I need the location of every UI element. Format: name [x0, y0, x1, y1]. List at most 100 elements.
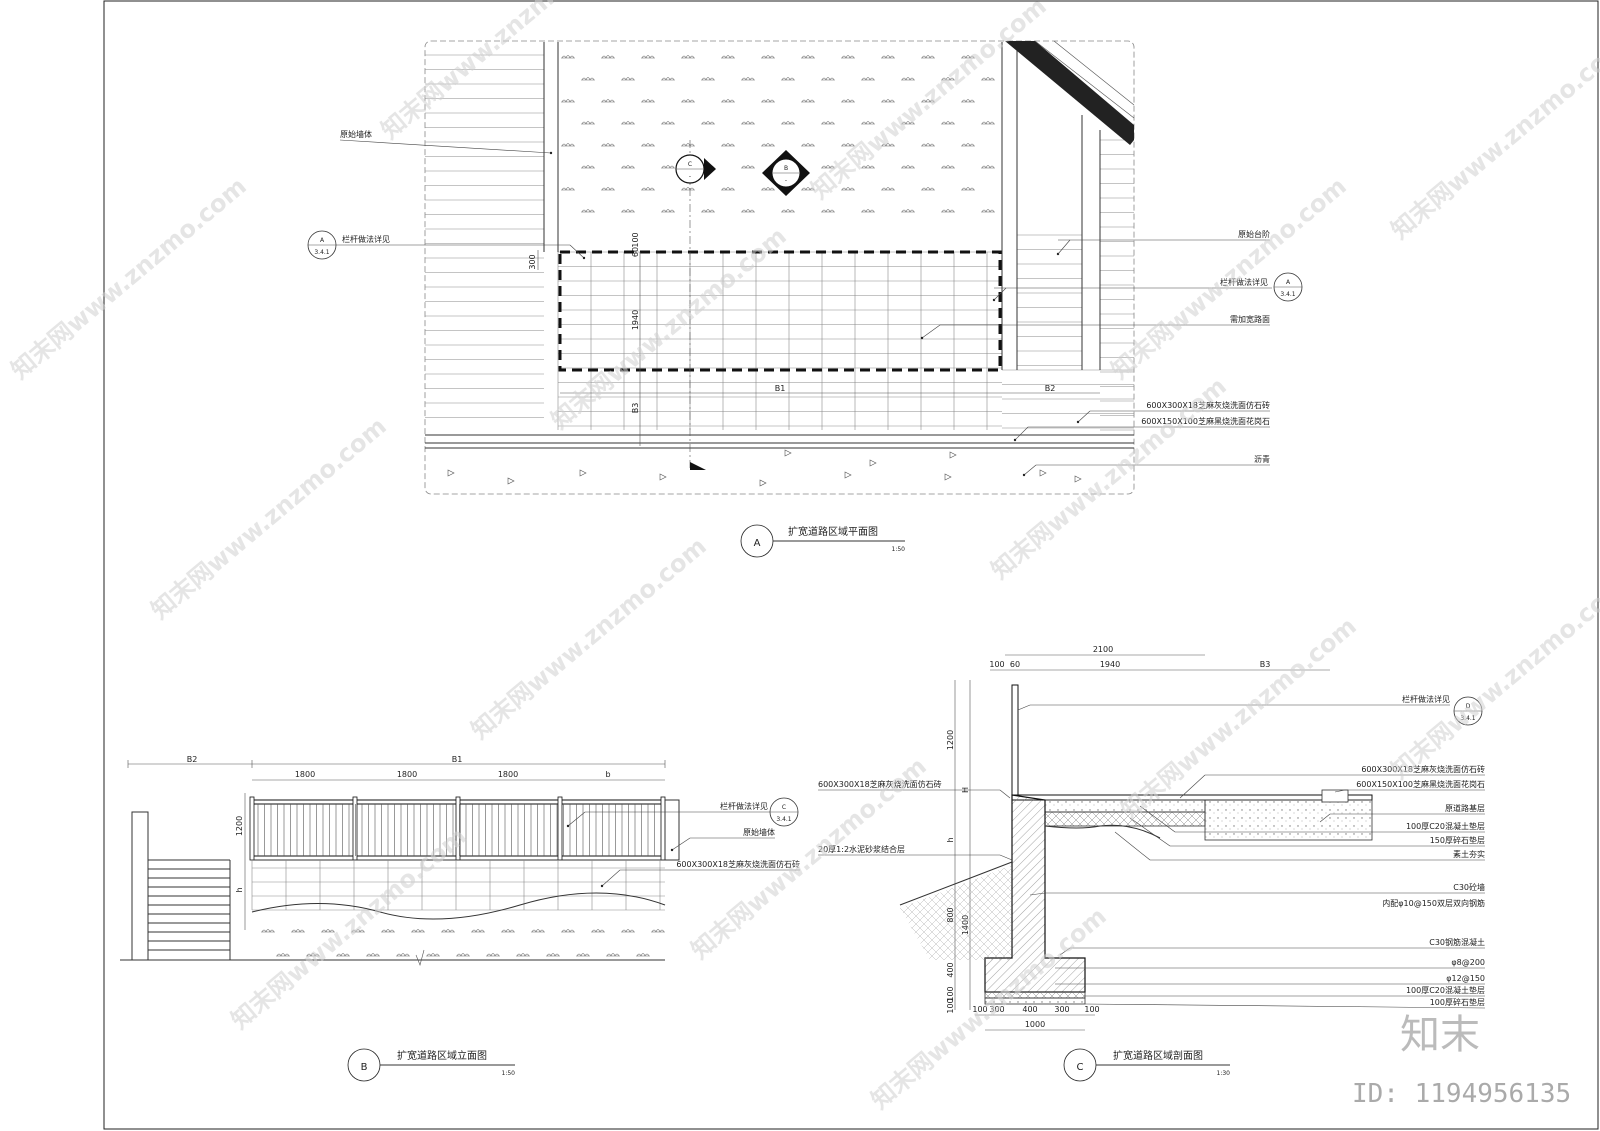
label-tile-600x150: 600X150X100芝麻黑烧洗面花岗石 [1141, 416, 1270, 426]
sec-ref-bubble: D 3.4.1 [1453, 696, 1483, 726]
elev-label-tile: 600X300X18芝麻灰烧洗面仿石砖 [676, 859, 800, 869]
svg-text:知末网www.znzmo.com: 知末网www.znzmo.com [146, 412, 392, 625]
title-block-b: B 扩宽道路区域立面图 1:50 [347, 1048, 515, 1082]
watermark-id: ID: 1194956135 [1352, 1079, 1571, 1109]
sec-label-soil: 素土夯实 [1453, 849, 1485, 859]
sec-label-rebar8: φ8@200 [1451, 958, 1485, 967]
elev-dim-h: h [235, 887, 244, 892]
sec-dim-b300b: 300 [1054, 1005, 1069, 1014]
widened-pavement-outline [558, 250, 1002, 372]
svg-text:知末网www.znzmo.com: 知末网www.znzmo.com [986, 372, 1232, 585]
elev-label-railing: 栏杆做法详见 [720, 801, 768, 811]
svg-text:3.4.1: 3.4.1 [1460, 715, 1475, 722]
sec-dim-b100a: 100 [972, 1005, 987, 1014]
label-tile-600x300: 600X300X18芝麻灰烧洗面仿石砖 [1146, 400, 1270, 410]
elev-dim-1800-3: 1800 [498, 770, 518, 779]
dim-60-100-a: 60 [631, 247, 640, 257]
sec-label-mortar: 20厚1:2水泥砂浆结合层 [818, 844, 905, 854]
svg-text:3.4.1: 3.4.1 [776, 816, 791, 823]
sec-dim-top-100: 100 [989, 660, 1004, 669]
svg-text:-: - [689, 173, 691, 180]
elev-dim-1200: 1200 [235, 816, 244, 836]
dim-60-100-b: 100 [631, 232, 640, 247]
sec-dim-top-b3: B3 [1260, 660, 1271, 669]
svg-text:知末网www.znzmo.com: 知末网www.znzmo.com [466, 532, 712, 745]
label-railing-detail-left: 栏杆做法详见 [342, 234, 390, 244]
label-widened-pavement: 需加宽路面 [1230, 314, 1270, 324]
svg-text:知末网www.znzmo.com: 知末网www.znzmo.com [1386, 32, 1600, 245]
sec-label-tile-300-l: 600X300X18芝麻灰烧洗面仿石砖 [818, 779, 942, 789]
label-asphalt: 沥青 [1254, 454, 1270, 464]
label-original-wall: 原始墙体 [340, 129, 372, 139]
svg-text:A: A [754, 538, 761, 549]
sec-dim-b300a: 300 [989, 1005, 1004, 1014]
dim-b3: B3 [631, 403, 640, 414]
elev-dim-b1: B1 [452, 755, 463, 764]
label-original-steps: 原始台阶 [1238, 229, 1270, 239]
tile-face [251, 860, 665, 911]
svg-text:D: D [1466, 703, 1471, 710]
section-marker-c: C - [675, 154, 716, 184]
dim-b1: B1 [775, 384, 786, 393]
sec-label-orig-base: 原道路基层 [1445, 803, 1485, 813]
original-steps [148, 859, 231, 960]
section-title: 扩宽道路区域剖面图 [1113, 1049, 1203, 1062]
svg-text:知末网www.znzmo.com: 知末网www.znzmo.com [546, 222, 792, 435]
title-block-a: A 扩宽道路区域平面图 1:50 [740, 524, 906, 558]
elev-dim-1800-2: 1800 [397, 770, 417, 779]
svg-text:-: - [785, 177, 787, 184]
elev-dim-b2: B2 [187, 755, 198, 764]
svg-text:C: C [1077, 1062, 1084, 1073]
sec-label-c20b: 100厚C20混凝土垫层 [1406, 985, 1485, 995]
elevation-title: 扩宽道路区域立面图 [397, 1049, 487, 1062]
svg-text:B: B [784, 165, 788, 172]
sec-label-c30-wall: C30砼墙 [1453, 882, 1485, 892]
elev-dim-1800-1: 1800 [295, 770, 315, 779]
sec-label-rebar-wall: 内配φ10@150双层双向钢筋 [1382, 898, 1485, 908]
plan-title: 扩宽道路区域平面图 [788, 525, 878, 538]
svg-text:C: C [688, 161, 692, 168]
sec-dim-2100: 2100 [1093, 645, 1113, 654]
elev-ref-bubble: C 3.4.1 [769, 797, 799, 827]
paving-grid-right [1002, 139, 1134, 431]
sec-dim-b400: 400 [1022, 1005, 1037, 1014]
sec-label-gravel100: 100厚碎石垫层 [1430, 997, 1485, 1007]
sec-label-railing: 栏杆做法详见 [1402, 694, 1450, 704]
paving-grid-main [557, 251, 1002, 430]
sec-dim-b100b: 100 [1084, 1005, 1099, 1014]
sec-label-tile-150-r: 600X150X100芝麻黑烧洗面花岗石 [1356, 779, 1485, 789]
title-block-c: C 扩宽道路区域剖面图 1:30 [1063, 1048, 1231, 1082]
svg-text:知末网www.znzmo.com: 知末网www.znzmo.com [6, 172, 252, 385]
sec-dim-100a: 100 [946, 986, 955, 1001]
section-scale: 1:30 [1217, 1070, 1231, 1077]
dim-b2: B2 [1045, 384, 1056, 393]
svg-text:A: A [1286, 279, 1291, 286]
sec-dim-h: h [946, 837, 955, 842]
sheet-frame [103, 0, 1599, 1130]
watermark-brand: 知末 [1400, 1012, 1480, 1058]
sec-dim-b1000: 1000 [1025, 1020, 1045, 1029]
elevation-view: B2 B1 1800 1800 1800 b 1200 h 栏杆做法详见 C 3… [120, 755, 800, 1082]
section-view: 2100 100 60 1940 B3 1200 H h 800 1400 40… [818, 645, 1486, 1082]
plan-scale: 1:50 [892, 546, 906, 553]
dim-300: 300 [528, 254, 537, 269]
svg-text:知末网www.znzmo.com: 知末网www.znzmo.com [1106, 172, 1352, 385]
sec-dim-400: 400 [946, 962, 955, 977]
plan-view: B1 B2 1940 B3 60 100 300 C - B - 原始墙体 [307, 40, 1303, 558]
plan-boundary [424, 40, 1135, 495]
sec-dim-1200: 1200 [946, 730, 955, 750]
sec-dim-top-1940: 1940 [1100, 660, 1120, 669]
sec-dim-top-60: 60 [1010, 660, 1020, 669]
sec-label-c20: 100厚C20混凝土垫层 [1406, 821, 1485, 831]
svg-text:B: B [361, 1062, 368, 1073]
svg-text:3.4.1: 3.4.1 [314, 249, 329, 256]
ref-bubble-left: A 3.4.1 [307, 230, 337, 260]
dim-1940: 1940 [631, 310, 640, 330]
elev-label-original-wall: 原始墙体 [743, 827, 775, 837]
sec-label-rebar12: φ12@150 [1446, 974, 1485, 983]
svg-text:A: A [320, 237, 325, 244]
sec-label-c30-rc: C30钢筋混凝土 [1429, 937, 1485, 947]
sec-dim-100b: 100 [946, 998, 955, 1013]
svg-text:知末网www.znzmo.com: 知末网www.znzmo.com [1386, 572, 1600, 785]
